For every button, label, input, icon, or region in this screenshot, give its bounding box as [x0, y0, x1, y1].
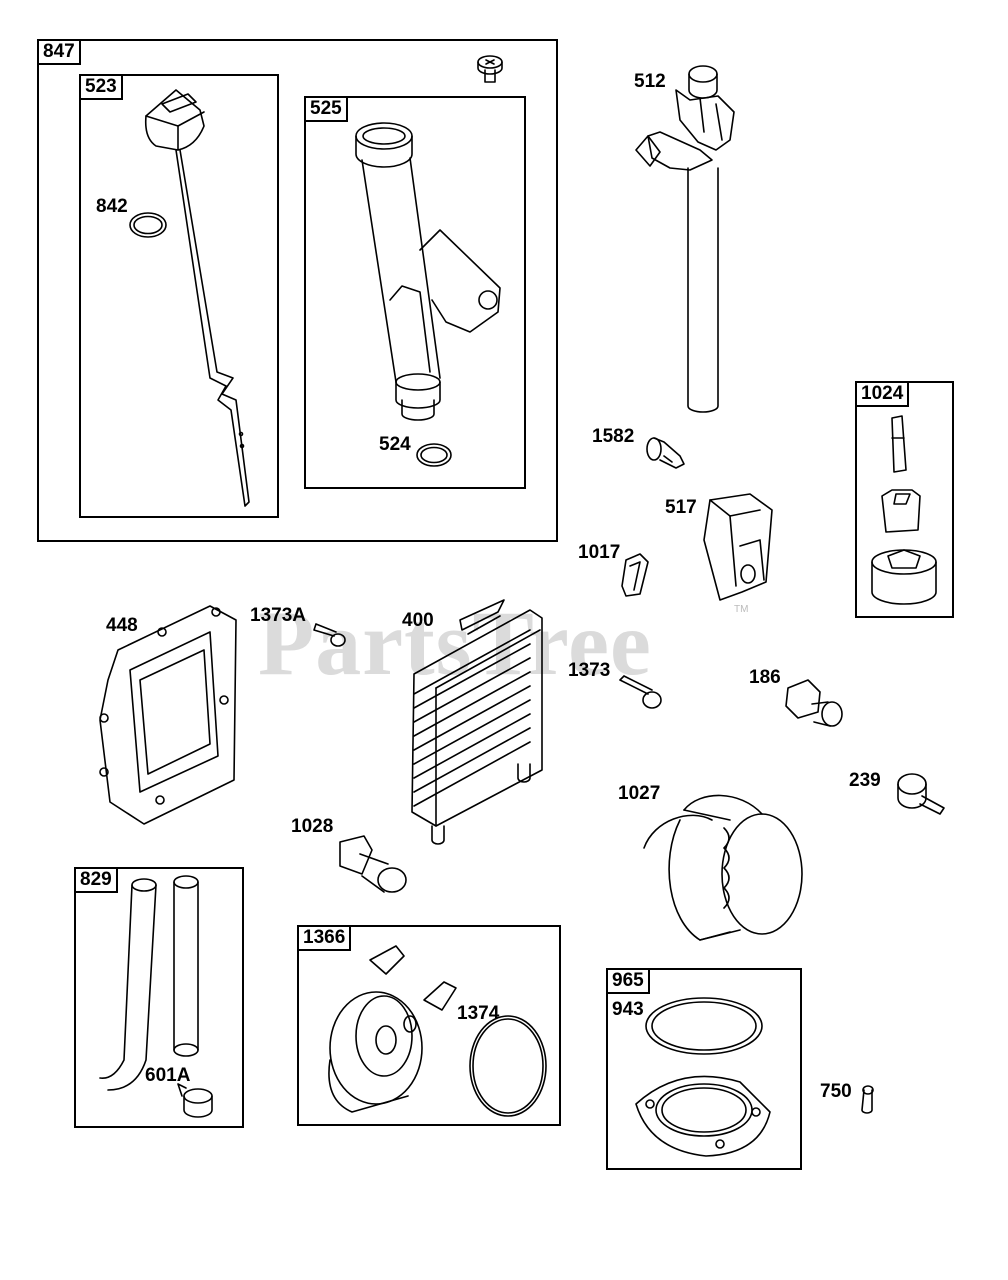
callout-1373: 1373: [568, 660, 611, 681]
hoses-829-part: [100, 876, 198, 1090]
screw-1373a-part: [314, 624, 345, 646]
box-tag-965: 965: [606, 968, 650, 994]
oil-filter-1027-part: [644, 795, 802, 940]
tube-512-part: [636, 66, 734, 412]
box-tag-523: 523: [79, 74, 123, 100]
callout-1028: 1028: [291, 816, 334, 837]
gasket-448-part: [100, 606, 236, 824]
box-tag-525: 525: [304, 96, 348, 122]
screw-847-part: [478, 56, 502, 82]
o-ring-1374-part: [470, 1016, 546, 1116]
watermark-trademark: TM: [734, 604, 749, 615]
clip-1017-part: [622, 554, 648, 596]
box-tag-1366: 1366: [297, 925, 352, 951]
group-box-1366: 1366: [297, 925, 561, 1126]
plate-965-part: [636, 1076, 770, 1156]
o-ring-842-part: [130, 213, 166, 237]
group-box-523: 523: [79, 74, 279, 518]
box-tag-829: 829: [74, 867, 118, 893]
box-tag-1024: 1024: [855, 381, 910, 407]
callout-239: 239: [849, 770, 881, 791]
bolt-1373-part: [620, 676, 661, 708]
group-box-829: 829: [74, 867, 244, 1128]
bolt-1582-part: [647, 438, 684, 468]
group-box-525: 525: [304, 96, 526, 489]
callout-1017: 1017: [578, 542, 621, 563]
clamp-601a-part: [178, 1084, 212, 1117]
group-box-1024: 1024: [855, 381, 954, 618]
callout-943: 943: [612, 999, 644, 1020]
adapter-1366-part: [329, 946, 456, 1112]
callout-448: 448: [106, 615, 138, 636]
callout-750: 750: [820, 1081, 852, 1102]
gasket-943-part: [646, 998, 762, 1054]
gasket-943-inner: [652, 1002, 756, 1050]
callout-524: 524: [379, 434, 411, 455]
callout-517: 517: [665, 497, 697, 518]
dipstick-part: [146, 90, 249, 506]
fitting-1028-part: [340, 836, 406, 892]
group-box-965: 965: [606, 968, 802, 1170]
group-box-847: 847: [37, 39, 558, 542]
fitting-186-part: [786, 680, 842, 726]
o-ring-1374-inner: [473, 1019, 543, 1113]
callout-1374: 1374: [457, 1003, 500, 1024]
callout-1373a: 1373A: [250, 605, 306, 626]
dipstick-tube-part: [356, 123, 500, 420]
o-ring-524-part: [417, 444, 451, 466]
pump-parts-1024: [872, 416, 936, 604]
callout-400: 400: [402, 610, 434, 631]
sensor-239-part: [898, 774, 944, 814]
box-tag-847: 847: [37, 39, 81, 65]
callout-842: 842: [96, 196, 128, 217]
callout-1027: 1027: [618, 783, 661, 804]
callout-601a: 601A: [145, 1065, 191, 1086]
screw-750-part: [862, 1086, 873, 1113]
callout-186: 186: [749, 667, 781, 688]
oil-cooler-400-part: [412, 600, 542, 844]
callout-1582: 1582: [592, 426, 635, 447]
o-ring-842-inner: [134, 217, 162, 234]
bracket-517-part: [704, 494, 772, 600]
callout-512: 512: [634, 71, 666, 92]
o-ring-524-inner: [421, 448, 447, 463]
